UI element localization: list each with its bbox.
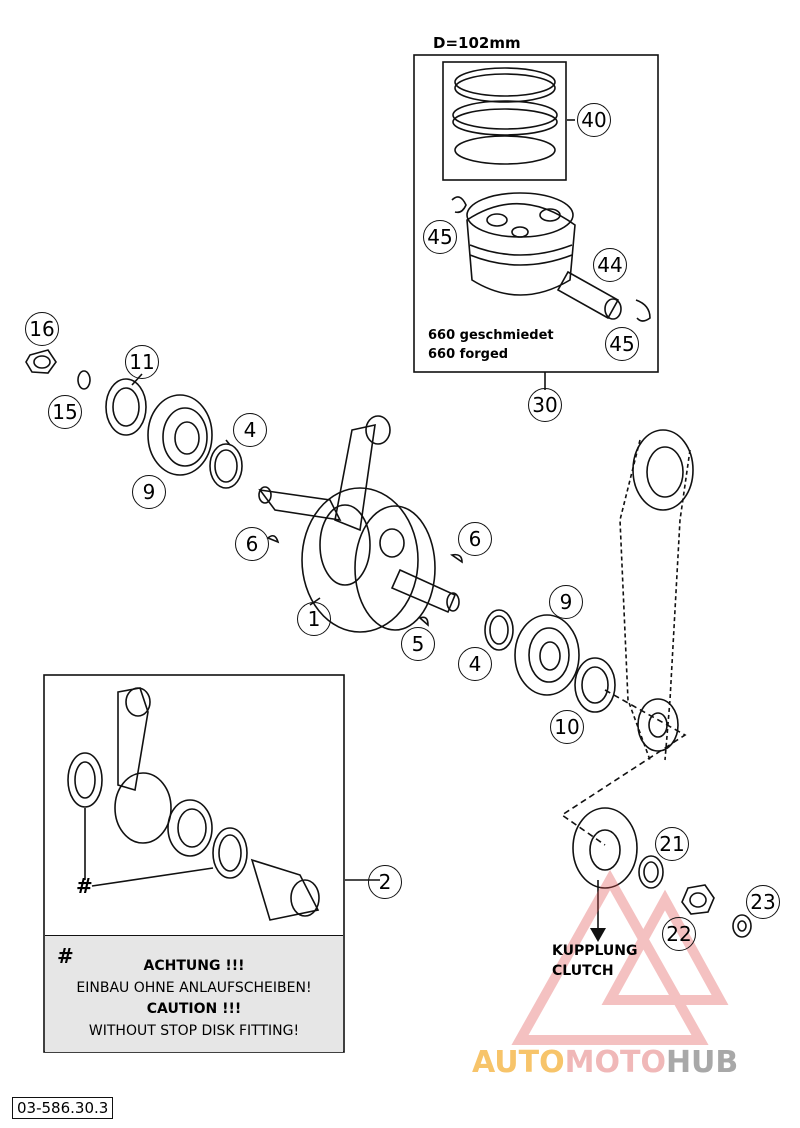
callout-40: 40 [577,103,611,137]
part-number: 03-586.30.3 [12,1097,114,1119]
inset-hash: # [76,874,93,898]
watermark-part-auto: AUTO [472,1045,565,1080]
callout-45-upper: 45 [423,220,457,254]
clutch-label-en: CLUTCH [552,963,614,979]
piston-label-en: 660 forged [428,347,509,362]
callout-4-lower: 4 [458,647,492,681]
piston-frame [413,54,659,373]
callout-23: 23 [746,885,780,919]
callout-10: 10 [550,710,584,744]
callout-15: 15 [48,395,82,429]
watermark-part-moto: MOTO [564,1045,666,1080]
piston-diameter: D=102mm [433,34,521,52]
callout-4-upper: 4 [233,413,267,447]
callout-5: 5 [401,627,435,661]
callout-9-upper: 9 [132,475,166,509]
warning-hash: # [57,944,74,968]
callout-11: 11 [125,345,159,379]
callout-16: 16 [25,312,59,346]
callout-6-left: 6 [235,527,269,561]
inset-frame [43,674,345,1053]
callout-21: 21 [655,827,689,861]
warning-achtung: ACHTUNG !!! [143,958,245,974]
callout-22: 22 [662,917,696,951]
callout-1: 1 [297,602,331,636]
clutch-label-de: KUPPLUNG [552,943,638,959]
callout-45-lower: 45 [605,327,639,361]
callout-30: 30 [528,388,562,422]
callout-2: 2 [368,865,402,899]
watermark-part-hub: HUB [665,1045,739,1080]
callout-9-lower: 9 [549,585,583,619]
warning-caution: CAUTION !!! [146,1001,242,1017]
warning-en-text: WITHOUT STOP DISK FITTING! [88,1023,300,1039]
watermark-logo: AUTOMOTOHUB [472,1045,738,1080]
warning-panel: # ACHTUNG !!! EINBAU OHNE ANLAUFSCHEIBEN… [45,935,343,1052]
clutch-arrowhead [590,928,606,942]
callout-6-right: 6 [458,522,492,556]
warning-de-text: EINBAU OHNE ANLAUFSCHEIBEN! [76,980,312,996]
piston-rings-frame [442,61,567,181]
piston-label-de: 660 geschmiedet [428,328,554,343]
callout-44: 44 [593,248,627,282]
